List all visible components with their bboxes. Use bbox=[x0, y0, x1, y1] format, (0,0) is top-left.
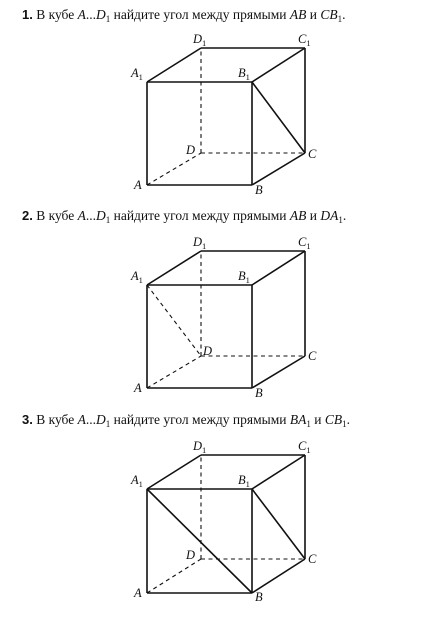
edge-B1C1 bbox=[251, 454, 306, 490]
cube-figure-2: A B C D A1 B1 C1 D1 bbox=[130, 235, 317, 400]
vertex-label-D: D bbox=[185, 548, 195, 562]
vertex-label-B1: B1 bbox=[238, 269, 250, 285]
vertex-label-D1: D1 bbox=[192, 235, 206, 251]
vertex-label-B: B bbox=[255, 590, 263, 604]
edge-BC bbox=[251, 558, 306, 594]
edge-AD-hidden bbox=[146, 558, 202, 594]
edge-B1C1 bbox=[251, 250, 306, 286]
edge-A1D1 bbox=[146, 47, 202, 83]
vertex-label-A1: A1 bbox=[130, 269, 143, 285]
vertex-label-D1: D1 bbox=[192, 32, 206, 48]
problem-number: 1. bbox=[22, 7, 33, 22]
edge-BC bbox=[251, 152, 306, 186]
problem-number: 2. bbox=[22, 208, 33, 223]
vertex-label-A: A bbox=[133, 586, 142, 600]
vertex-label-C: C bbox=[308, 147, 317, 161]
vertex-label-D1: D1 bbox=[192, 439, 206, 455]
vertex-label-B1: B1 bbox=[238, 473, 250, 489]
vertex-label-A1: A1 bbox=[130, 473, 143, 489]
edge-AD-hidden bbox=[146, 152, 202, 186]
vertex-label-C1: C1 bbox=[298, 235, 311, 251]
segment-BA1 bbox=[146, 488, 253, 594]
problem-1-text: 1. В кубе A...D1 найдите угол между прям… bbox=[22, 7, 346, 24]
vertex-label-B: B bbox=[255, 183, 263, 197]
problem-number: 3. bbox=[22, 412, 33, 427]
vertex-label-D: D bbox=[185, 143, 195, 157]
problem-3-text: 3. В кубе A...D1 найдите угол между прям… bbox=[22, 412, 350, 429]
vertex-label-C: C bbox=[308, 552, 317, 566]
vertex-label-A: A bbox=[133, 178, 142, 192]
cube-figure-1: A B C D A1 B1 C1 D1 bbox=[130, 32, 317, 197]
vertex-label-A1: A1 bbox=[130, 66, 143, 82]
vertex-label-B1: B1 bbox=[238, 66, 250, 82]
vertex-label-D: D bbox=[202, 344, 212, 358]
edge-BC bbox=[251, 355, 306, 389]
vertex-label-B: B bbox=[255, 386, 263, 400]
edge-A1D1 bbox=[146, 250, 202, 286]
segment-CB1 bbox=[251, 488, 306, 560]
problem-2-text: 2. В кубе A...D1 найдите угол между прям… bbox=[22, 208, 347, 225]
vertex-label-C1: C1 bbox=[298, 32, 311, 48]
vertex-label-C1: C1 bbox=[298, 439, 311, 455]
segment-CB1 bbox=[251, 81, 306, 154]
vertex-label-C: C bbox=[308, 349, 317, 363]
edge-A1D1 bbox=[146, 454, 202, 490]
vertex-label-A: A bbox=[133, 381, 142, 395]
edge-B1C1 bbox=[251, 47, 306, 83]
edge-AD-hidden bbox=[146, 355, 202, 389]
